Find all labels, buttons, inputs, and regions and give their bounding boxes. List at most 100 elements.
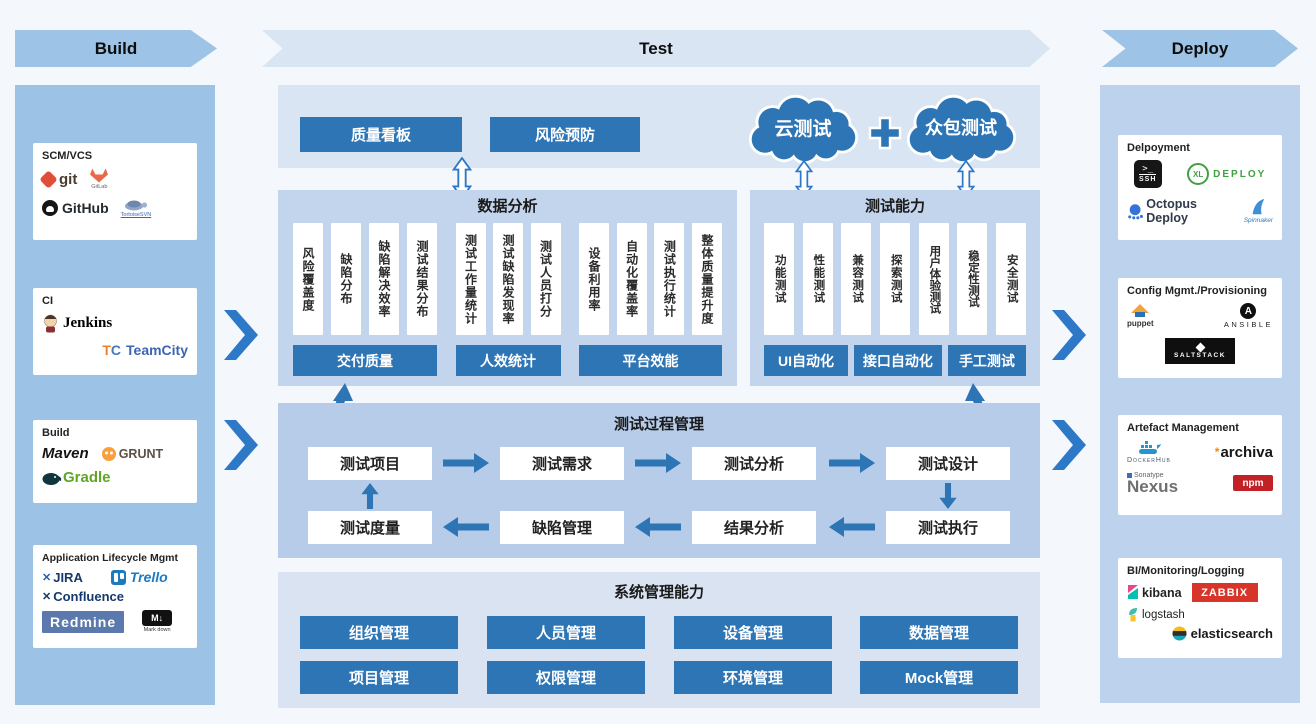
teamcity-t: T [102, 342, 111, 358]
flow-chevron-left-top [224, 310, 258, 360]
github-logo: GitHub [42, 200, 109, 216]
org-management-button: 组织管理 [300, 616, 458, 649]
cloud-testing-cloud: 云测试 [746, 92, 860, 165]
card-config-title: Config Mgmt./Provisioning [1127, 285, 1267, 297]
jira-label: JIRA [53, 569, 83, 585]
ssh-label: SSH [1139, 174, 1157, 183]
tortoisesvn-turtle-icon [124, 200, 148, 211]
elasticsearch-icon [1172, 626, 1187, 641]
people-efficiency-bar: 人效统计 [455, 345, 561, 376]
metric-card: 测试执行统计 [654, 223, 685, 335]
xl-deploy-logo: XL DEPLOY [1187, 163, 1266, 185]
grunt-logo: GRUNT [101, 446, 163, 462]
card-scm-vcs: SCM/VCS git GitLab GitHub [33, 143, 197, 240]
process-step-test-design: 测试设计 [886, 447, 1010, 480]
jira-icon: ✕ [42, 571, 52, 584]
markdown-label: Mark down [143, 627, 171, 633]
plus-icon [868, 116, 902, 150]
mock-management-button: Mock管理 [860, 661, 1018, 694]
capability-card: 兼容测试 [841, 223, 872, 335]
delivery-quality-group: 风险覆盖度 缺陷分布 缺陷解决效率 测试结果分布 交付质量 [293, 223, 437, 376]
gradle-label: Gradle [63, 469, 111, 486]
grunt-label: GRUNT [118, 446, 164, 461]
capability-card: 用户体验测试 [918, 223, 949, 335]
process-step-result-analysis: 结果分析 [692, 511, 816, 544]
arrow-left-icon [443, 517, 489, 537]
data-analysis-panel: 数据分析 风险覆盖度 缺陷分布 缺陷解决效率 测试结果分布 交付质量 测试工作量… [278, 190, 737, 386]
capability-card: 功能测试 [764, 223, 794, 335]
trello-logo: Trello [110, 569, 168, 585]
maven-logo: Maven [42, 445, 89, 462]
git-logo: git [39, 169, 77, 189]
card-alm-title: Application Lifecycle Mgmt [42, 552, 178, 564]
card-config-mgmt: Config Mgmt./Provisioning puppet A ANSIB… [1118, 278, 1282, 378]
trello-label: Trello [129, 569, 168, 585]
docker-whale-icon [1138, 441, 1161, 454]
puppet-icon [1131, 304, 1150, 317]
risk-prevention-button: 风险预防 [490, 117, 640, 152]
elasticsearch-label: elasticsearch [1190, 626, 1273, 641]
confluence-label: Confluence [53, 589, 125, 604]
ansible-label: ANSIBLE [1223, 320, 1273, 329]
metric-card: 测试人员打分 [530, 223, 561, 335]
gitlab-label: GitLab [91, 184, 108, 190]
quality-board-button: 质量看板 [300, 117, 462, 152]
delivery-quality-bar: 交付质量 [293, 345, 437, 376]
logstash-label: logstash [1142, 608, 1185, 621]
spinnaker-label: Spinnaker [1243, 217, 1273, 224]
archiva-gear-icon: * [1214, 445, 1220, 459]
crowd-testing-cloud: 众包测试 [904, 92, 1018, 165]
teamcity-c: C [110, 342, 122, 358]
tortoisesvn-label: TortoiseSVN [120, 212, 152, 218]
archiva-label: archiva [1220, 443, 1273, 461]
capability-card: 安全测试 [995, 223, 1026, 335]
arrow-up-icon [361, 483, 379, 509]
metric-card: 缺陷解决效率 [369, 223, 399, 335]
nexus-label: Nexus [1127, 477, 1179, 496]
spinnaker-logo: Spinnaker [1244, 198, 1273, 224]
tortoisesvn-logo: TortoiseSVN [120, 198, 152, 218]
xl-deploy-label: DEPLOY [1213, 168, 1267, 180]
card-build-title: Build [42, 427, 70, 439]
jira-logo: ✕ JIRA [42, 570, 83, 585]
device-management-button: 设备管理 [674, 616, 832, 649]
ssh-prompt: >_ [1142, 164, 1154, 174]
metric-card: 自动化覆盖率 [616, 223, 647, 335]
environment-management-button: 环境管理 [674, 661, 832, 694]
stage-banner-test: Test [262, 30, 1050, 67]
cloud-icon [748, 94, 859, 165]
card-alm: Application Lifecycle Mgmt ✕ JIRA Trello… [33, 545, 197, 648]
kibana-icon [1128, 585, 1138, 599]
data-management-button: 数据管理 [860, 616, 1018, 649]
saltstack-label: SALTSTACK [1174, 351, 1226, 359]
octopus-label: Octopus Deploy [1146, 197, 1197, 225]
process-step-test-analysis: 测试分析 [692, 447, 816, 480]
card-artefact-title: Artefact Management [1127, 422, 1239, 434]
ui-automation-bar: UI自动化 [764, 345, 848, 376]
process-step-test-measurement: 测试度量 [308, 511, 432, 544]
logstash-logo: logstash [1127, 607, 1185, 622]
banner-test-label: Test [639, 38, 673, 58]
markdown-icon: M↓ [142, 610, 173, 626]
metric-card: 缺陷分布 [331, 223, 361, 335]
people-efficiency-group: 测试工作量统计 测试缺陷发现率 测试人员打分 人效统计 [455, 223, 561, 376]
gradle-logo: Gradle [42, 469, 111, 486]
process-step-test-execution: 测试执行 [886, 511, 1010, 544]
metric-card: 测试结果分布 [407, 223, 437, 335]
card-bi-monitoring: BI/Monitoring/Logging kibana ZABBIX logs… [1118, 558, 1282, 658]
permission-management-button: 权限管理 [487, 661, 645, 694]
deploy-tools-column: Delpoyment >_ SSH XL DEPLOY Octopu [1100, 85, 1300, 703]
arrow-right-icon [443, 453, 489, 473]
kibana-logo: kibana [1127, 585, 1182, 600]
sonatype-label: Sonatype [1134, 472, 1164, 479]
elasticsearch-logo: elasticsearch [1172, 626, 1273, 641]
npm-logo: npm [1233, 475, 1273, 491]
test-capability-panel: 测试能力 功能测试 性能测试 兼容测试 探索测试 用户体验测试 稳定性测试 安全… [750, 190, 1040, 386]
github-icon [42, 200, 58, 216]
zabbix-logo: ZABBIX [1191, 583, 1258, 602]
metric-card: 整体质量提升度 [691, 223, 722, 335]
teamcity-logo: TC TeamCity [102, 342, 188, 358]
arrow-right-icon [829, 453, 875, 473]
gitlab-logo: GitLab [89, 168, 109, 190]
teamcity-label: TeamCity [126, 342, 188, 358]
